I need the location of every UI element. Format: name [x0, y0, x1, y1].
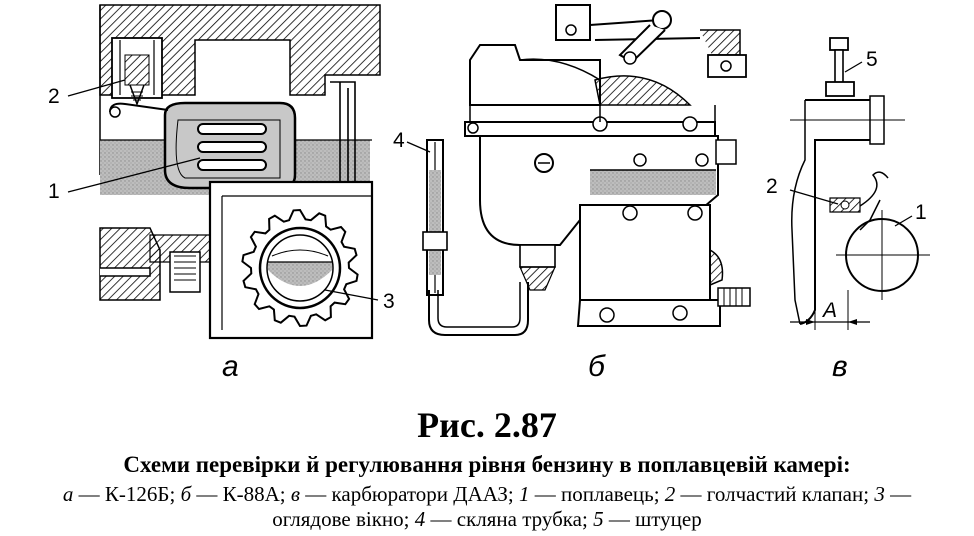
callout-c-1: 1 — [915, 201, 927, 224]
figure-area: 2 1 3 4 5 2 1 A а б в — [48, 4, 930, 383]
callout-c-5: 5 — [866, 48, 878, 71]
schematic-drawings: 2 1 3 4 5 2 1 A — [48, 4, 930, 340]
drawing-c-daaz — [789, 37, 930, 330]
caption-text-3: — оглядове вікно; — [272, 482, 912, 531]
caption-text-b: — К-88А; — [191, 482, 291, 506]
caption-key-5: 5 — [593, 507, 604, 531]
caption-key-c: в — [290, 482, 301, 506]
drawing-a-k126b — [67, 4, 381, 340]
dimension-label-a: A — [821, 299, 837, 322]
sub-label-b: б — [588, 350, 605, 383]
figure-subtitle: Схеми перевірки й регулювання рівня бенз… — [123, 452, 851, 477]
callout-a-2: 2 — [48, 85, 60, 108]
caption-key-a: а — [62, 482, 74, 506]
caption-key-2: 2 — [664, 482, 676, 506]
figure-caption: а — К-126Б; б — К-88А; в — карбюратори Д… — [24, 482, 950, 532]
figure-title: Рис. 2.87 — [417, 405, 557, 445]
callout-a-3: 3 — [383, 290, 395, 313]
caption-text-a: — К-126Б; — [73, 482, 181, 506]
caption-key-3: 3 — [874, 482, 885, 506]
caption-key-b: б — [180, 482, 192, 506]
caption-text-5: — штуцер — [603, 507, 702, 531]
sub-label-a: а — [222, 350, 239, 383]
sub-label-c: в — [832, 350, 848, 383]
callout-a-1: 1 — [48, 180, 60, 203]
callout-b-4: 4 — [393, 129, 405, 152]
caption-text-2: — голчастий клапан; — [675, 482, 875, 506]
callout-c-2: 2 — [766, 175, 778, 198]
caption-key-1: 1 — [519, 482, 530, 506]
drawing-b-k88a — [406, 4, 751, 336]
caption-key-4: 4 — [414, 507, 426, 531]
caption-text-c: — карбюратори ДААЗ; — [300, 482, 519, 506]
caption-text-4: — скляна трубка; — [425, 507, 594, 531]
caption-text-1: — поплавець; — [529, 482, 665, 506]
